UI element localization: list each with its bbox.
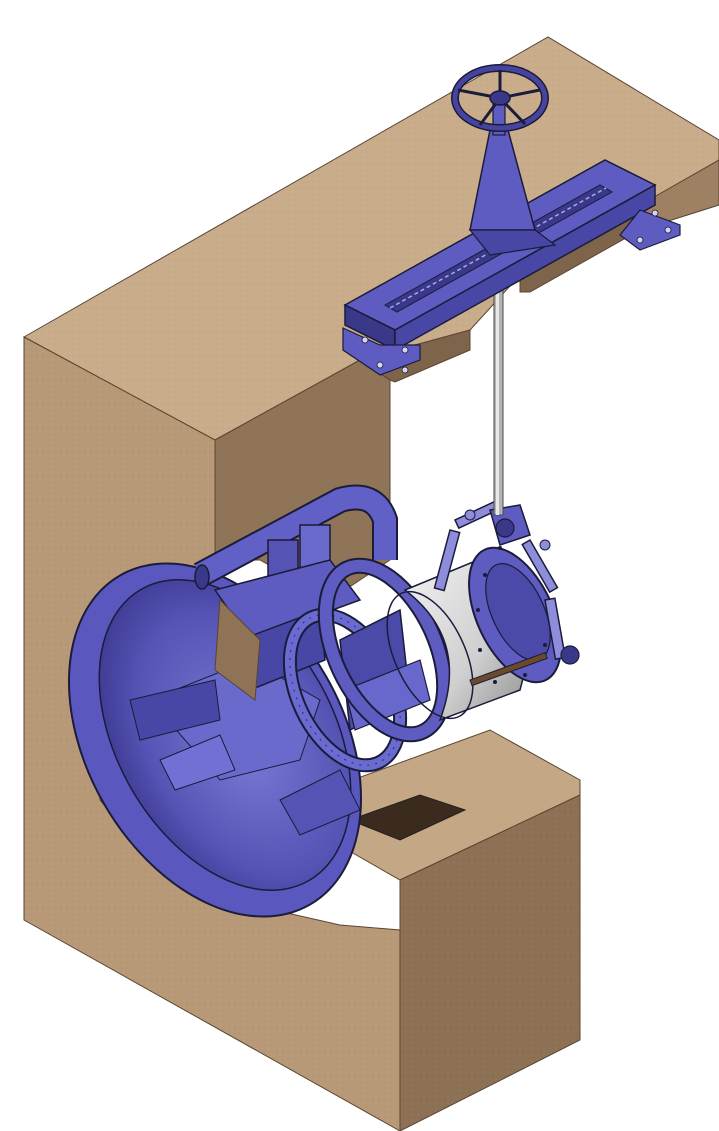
handwheel bbox=[451, 64, 549, 132]
valve-body bbox=[282, 499, 580, 773]
support-beam bbox=[342, 99, 681, 376]
concrete-slot bbox=[348, 794, 467, 841]
air-vent-pipe bbox=[193, 484, 398, 701]
concrete-structure bbox=[22, 36, 719, 1131]
